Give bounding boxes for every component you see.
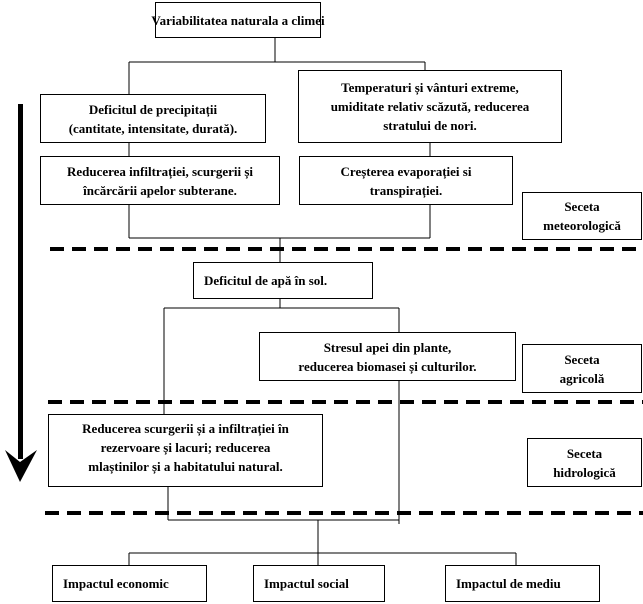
label-text: Seceta: [566, 445, 603, 461]
node-soil-water-deficit: Deficitul de apă în sol.: [193, 262, 373, 299]
node-text: Creșterea evaporației si: [340, 163, 472, 179]
label-text: meteorologică: [543, 218, 621, 233]
node-text: stratului de nori.: [383, 118, 477, 133]
node-text: Reducerea infiltrației, scurgerii și: [66, 163, 254, 179]
node-evaporation-increase: Creșterea evaporației si transpirației.: [299, 156, 513, 205]
section-dividers: [45, 247, 643, 515]
node-runoff-reduction: Reducerea scurgerii și a infiltrației în…: [48, 414, 323, 487]
down-arrow-icon: [5, 104, 37, 482]
node-environmental-impact: Impactul de mediu: [445, 565, 600, 602]
node-text: transpirației.: [369, 182, 443, 198]
node-precipitation-deficit: Deficitul de precipitații (cantitate, int…: [40, 94, 266, 143]
node-text: Reducerea scurgerii și a infiltrației în: [82, 421, 289, 436]
node-plant-water-stress: Stresul apei din plante, reducerea biomas…: [259, 332, 516, 381]
node-social-impact: Impactul social: [253, 565, 385, 602]
node-text: Impactul de mediu: [456, 576, 561, 591]
label-text: Seceta: [564, 351, 600, 367]
node-text: mlaștinilor și a habitatului natural.: [88, 459, 283, 474]
label-text: Seceta: [564, 199, 600, 214]
node-text: Variabilitatea naturala a climei: [151, 12, 325, 28]
node-text: reducerea biomasei și culturilor.: [298, 358, 477, 374]
label-agricultural-drought: Seceta agricolă: [522, 344, 642, 393]
node-text: Deficitul de precipitații: [88, 101, 218, 117]
node-climate-variability: Variabilitatea naturala a climei: [151, 2, 325, 38]
node-text: umiditate relativ scăzută, reducerea: [330, 99, 530, 114]
label-meteorological-drought: Seceta meteorologică: [522, 192, 642, 240]
label-hydrological-drought: Seceta hidrologică: [527, 438, 642, 487]
node-text: Impactul economic: [63, 576, 169, 591]
node-infiltration-reduction: Reducerea infiltrației, scurgerii și încă…: [40, 156, 280, 205]
node-economic-impact: Impactul economic: [52, 565, 207, 602]
node-text: Temperaturi și vânturi extreme,: [341, 80, 519, 95]
node-text: Deficitul de apă în sol.: [204, 273, 328, 288]
node-text: rezervoare și lacuri; reducerea: [100, 440, 271, 455]
node-text: Impactul social: [264, 576, 349, 591]
node-text: (cantitate, intensitate, durată).: [68, 120, 238, 136]
node-text: încărcării apelor subterane.: [83, 182, 237, 198]
label-text: agricolă: [559, 370, 605, 386]
node-extreme-temperatures: Temperaturi și vânturi extreme, umiditate…: [298, 70, 562, 143]
node-text: Stresul apei din plante,: [323, 339, 452, 355]
label-text: hidrologică: [553, 464, 616, 480]
